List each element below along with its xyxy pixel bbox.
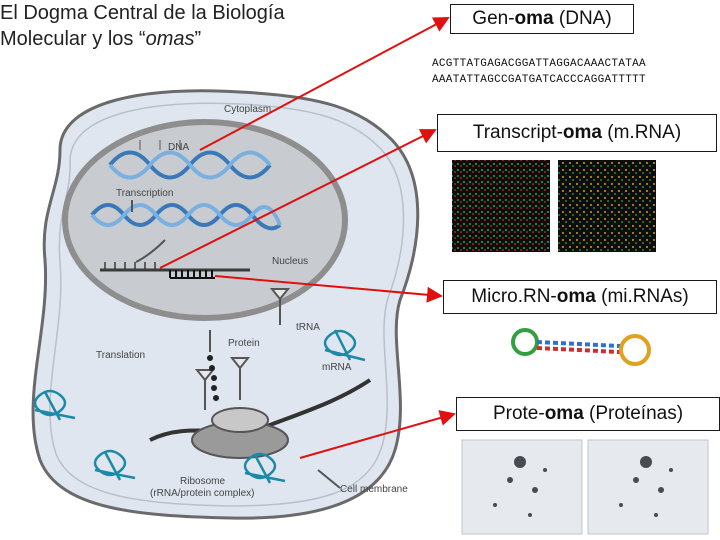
gel-1: [461, 439, 583, 535]
dna-helix: [90, 150, 282, 231]
label-ribosome-note: (rRNA/protein complex): [150, 488, 255, 499]
proteoma-prefix: Prote-: [492, 403, 545, 424]
proteoma-suffix: (Proteínas): [583, 403, 684, 424]
gel-2: [587, 439, 709, 535]
microarray-2: [558, 160, 656, 252]
micro-suffix: (mi.RNAs): [595, 286, 689, 307]
micro-bold: oma: [556, 286, 596, 307]
proteoma-label: Prote-oma (Proteínas): [456, 397, 720, 431]
microarray-1: [452, 160, 550, 252]
title-line-1: El Dogma Central de la Biología: [0, 2, 285, 24]
arrow-micro: [214, 275, 443, 303]
label-mrna: mRNA: [322, 362, 352, 373]
microrna-label: Micro.RN-oma (mi.RNAs): [443, 280, 717, 314]
genoma-label: Gen-oma (DNA): [450, 4, 634, 34]
slide-title: El Dogma Central de la Biología Molecula…: [0, 0, 400, 52]
title-line-2: Molecular y los “omas”: [0, 26, 400, 52]
title-line-2-suffix: ”: [194, 28, 202, 50]
arrow-genoma: [199, 17, 450, 151]
genoma-prefix: Gen-: [472, 8, 515, 29]
proteoma-bold: oma: [544, 403, 584, 424]
label-trna: tRNA: [296, 322, 320, 333]
label-cytoplasm: Cytoplasm: [224, 104, 272, 115]
transcriptoma-label: Transcript-oma (m.RNA): [437, 114, 717, 152]
label-cell-membrane: Cell membrane: [340, 484, 408, 495]
dna-sequence-line-1: ACGTTATGAGACGGATTAGGACAAACTATAA: [432, 58, 646, 70]
micro-prefix: Micro.RN-: [471, 286, 557, 307]
title-line-2-italic: omas: [145, 28, 195, 50]
transcriptoma-prefix: Transcript-: [472, 122, 563, 143]
label-protein: Protein: [228, 338, 260, 349]
genoma-suffix: (DNA): [553, 8, 612, 29]
arrow-proteoma: [299, 410, 456, 459]
label-ribosome: Ribosome: [180, 476, 226, 487]
label-dna: DNA: [168, 142, 190, 153]
transcriptoma-suffix: (m.RNA): [602, 122, 682, 143]
label-nucleus: Nucleus: [272, 256, 309, 267]
arrow-transcriptoma: [159, 129, 437, 269]
title-line-2-prefix: Molecular y los “: [0, 28, 146, 50]
dna-sequence-line-2: AAATATTAGCCGATGATCACCCAGGATTTTT: [432, 74, 646, 86]
protein-structure-icons: [33, 329, 366, 484]
genoma-bold: oma: [514, 8, 554, 29]
label-translation: Translation: [96, 350, 146, 361]
mirna-hairpin: [511, 328, 651, 366]
label-transcription: Transcription: [116, 188, 174, 199]
transcriptoma-bold: oma: [562, 122, 602, 143]
